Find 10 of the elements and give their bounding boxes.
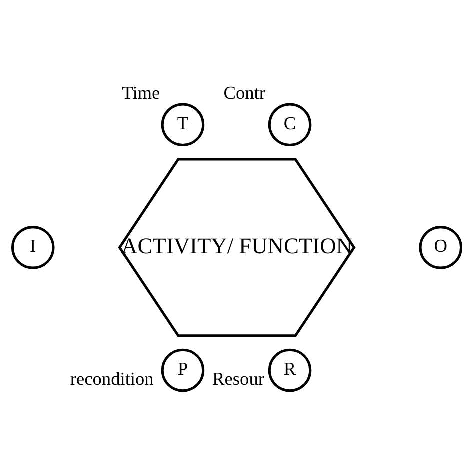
node-label: Resour	[212, 368, 264, 389]
node-circle: P	[161, 348, 205, 392]
node-circle: C	[268, 102, 312, 146]
node-circle: R	[268, 348, 312, 392]
node-circle: T	[161, 102, 205, 146]
node-label: recondition	[70, 368, 154, 389]
node-circle: O	[419, 226, 463, 269]
node-label: Contr	[224, 82, 266, 102]
node-circle: I	[11, 226, 55, 269]
node-label: Time	[122, 82, 160, 102]
